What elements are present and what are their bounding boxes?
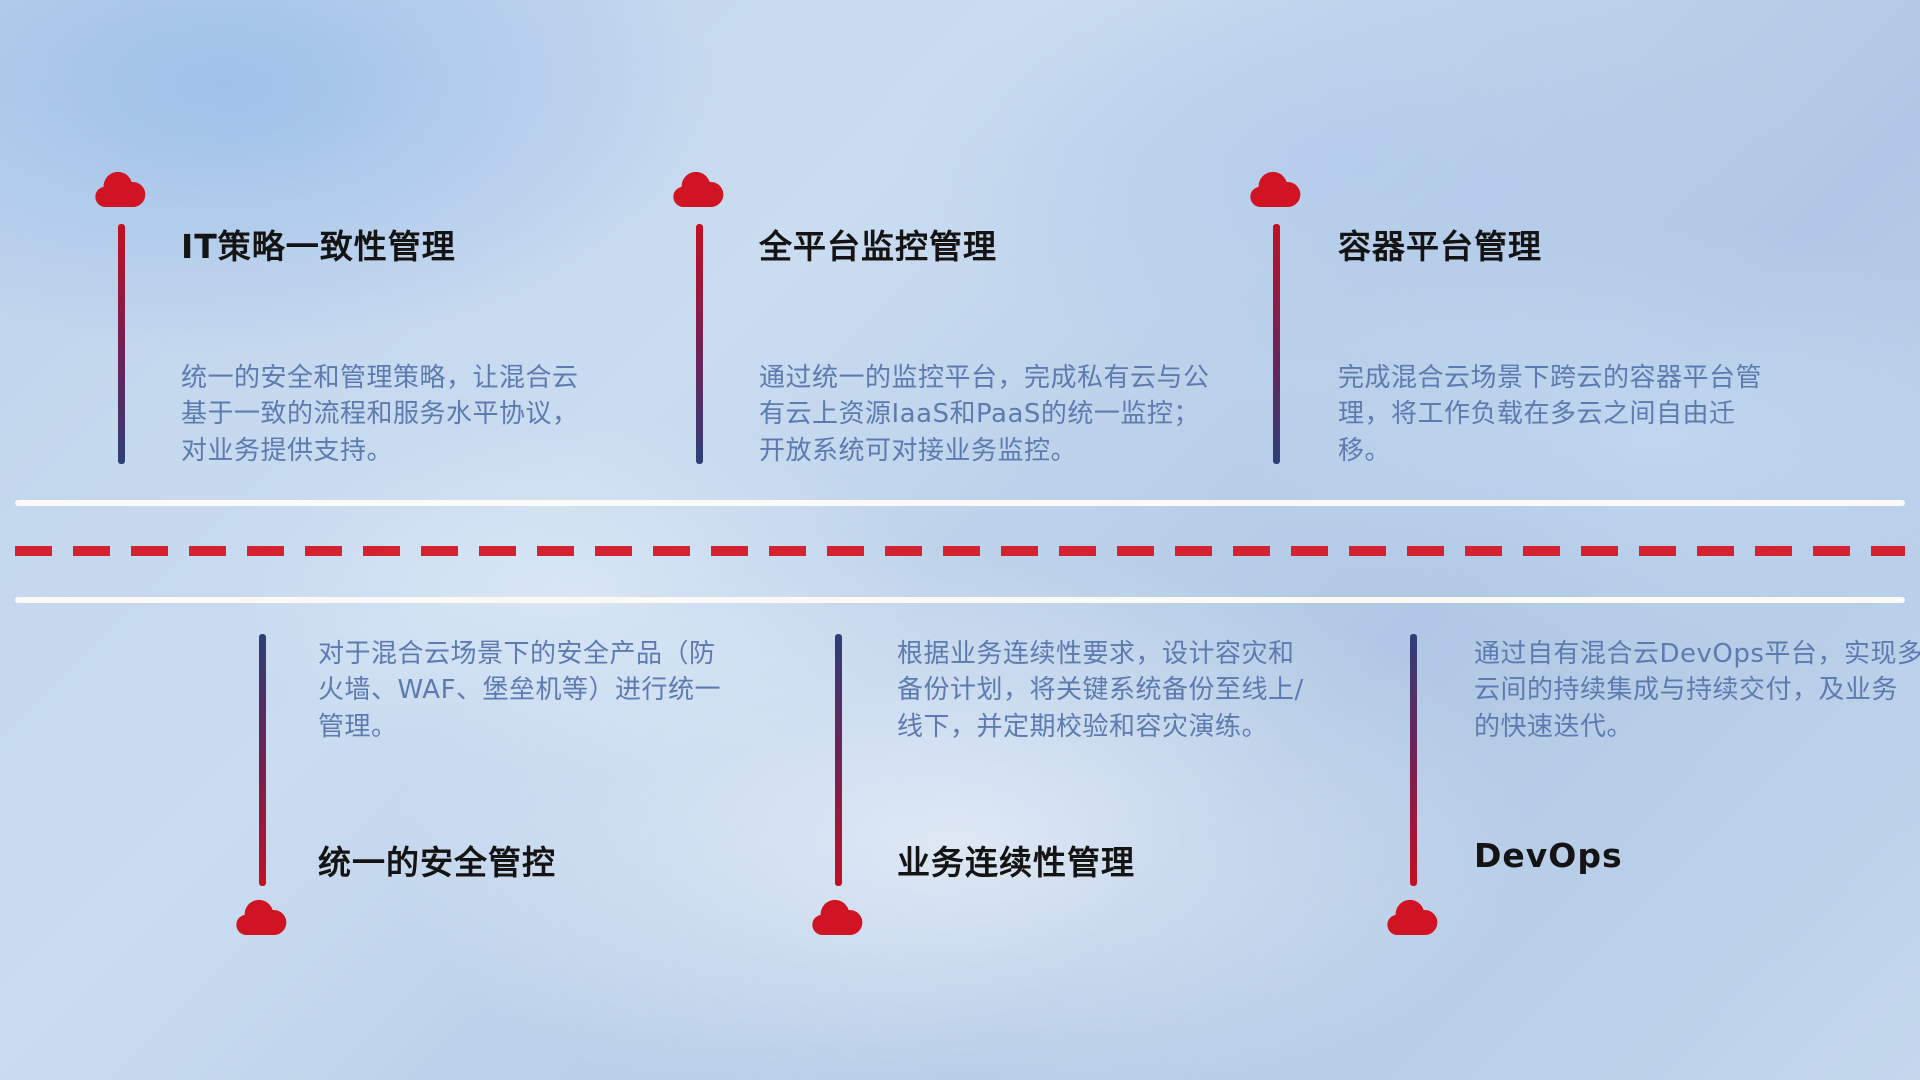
road-line-bottom [15,597,1905,603]
road-dashed-line [15,546,1905,556]
cloud-icon [1385,898,1441,935]
item-title: 业务连续性管理 [897,843,1135,882]
item-description: 通过自有混合云DevOps平台，实现多云间的持续集成与持续交付，及业务的快速迭代… [1474,639,1920,742]
timeline-stem [696,224,703,464]
item-title: DevOps [1474,836,1623,875]
item-description: 通过统一的监控平台，完成私有云与公有云上资源IaaS和PaaS的统一监控；开放系… [759,363,1210,466]
timeline-stem [1273,224,1280,464]
timeline-stem [118,224,125,464]
timeline-stem [259,634,266,886]
item-description: 完成混合云场景下跨云的容器平台管理，将工作负载在多云之间自由迁移。 [1338,363,1763,466]
item-title: 统一的安全管控 [318,843,556,882]
cloud-icon [234,898,290,935]
item-title: 容器平台管理 [1338,227,1542,266]
cloud-icon [93,170,149,207]
item-description: 根据业务连续性要求，设计容灾和备份计划，将关键系统备份至线上/线下，并定期校验和… [897,639,1304,742]
item-title: IT策略一致性管理 [181,227,456,266]
timeline-stem [835,634,842,886]
item-title: 全平台监控管理 [759,227,997,266]
item-description: 统一的安全和管理策略，让混合云基于一致的流程和服务水平协议，对业务提供支持。 [181,363,579,466]
cloud-icon [810,898,866,935]
cloud-icon [1248,170,1304,207]
cloud-icon [671,170,727,207]
timeline-stem [1410,634,1417,886]
item-description: 对于混合云场景下的安全产品（防火墙、WAF、堡垒机等）进行统一管理。 [318,639,722,742]
road-line-top [15,500,1905,506]
